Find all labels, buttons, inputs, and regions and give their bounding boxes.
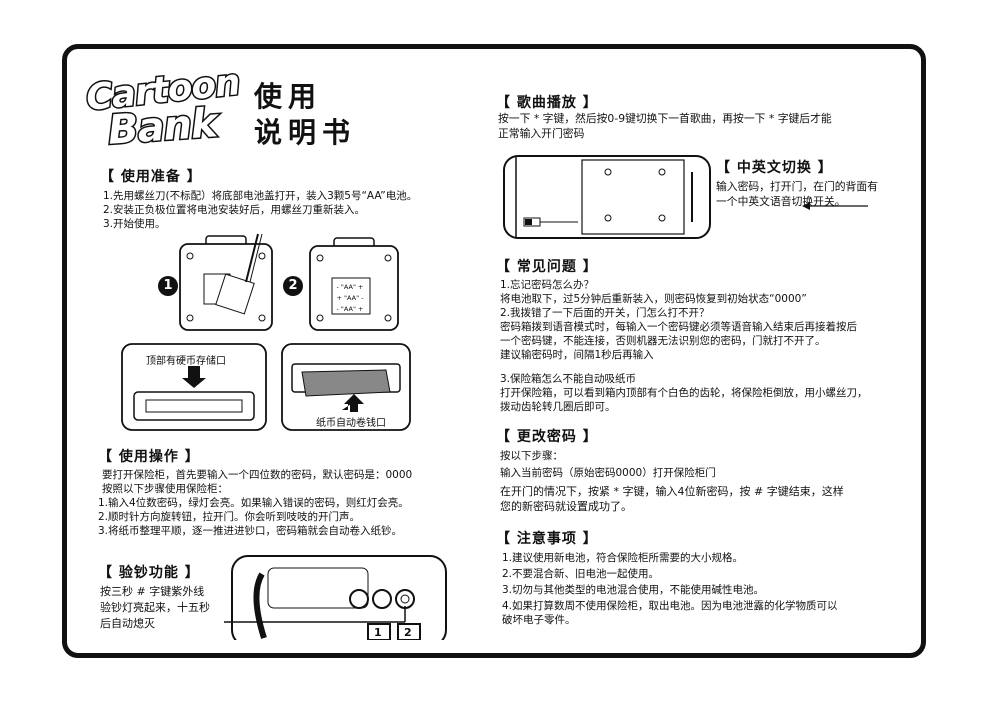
battery-compartment-illustration bbox=[309, 237, 399, 331]
bill-slot-label: 纸币自动卷钱口 bbox=[316, 414, 386, 429]
lang-heading: 【 中英文切换 】 bbox=[716, 160, 833, 176]
notes-line: 3.切勿与其他类型的电池混合使用，不能使用碱性电池。 bbox=[502, 584, 765, 596]
battery-cover-open-illustration bbox=[179, 233, 273, 331]
logo-line2: Bank bbox=[105, 99, 220, 155]
faq-line: 1.忘记密码怎么办？ bbox=[500, 279, 595, 291]
coin-slot-illustration bbox=[121, 343, 267, 431]
prep-heading: 【 使用准备 】 bbox=[100, 169, 202, 185]
key-2: 2 bbox=[404, 626, 412, 639]
prep-line: 2.安装正负极位置将电池安装好后，用螺丝刀重新装入。 bbox=[103, 204, 366, 216]
faq-line: 密码箱拨到语音模式时，每输入一个密码键必须等语音输入结束后再接着按后 bbox=[500, 321, 857, 333]
faq-line: 一个密码键，不能连接，否则机器无法识别您的密码，门就打不开了。 bbox=[500, 335, 826, 347]
lang-line: 一个中英文语音切换开关。 bbox=[716, 195, 846, 208]
faq-line: 2.我拨错了一下后面的开关，门怎么打不开？ bbox=[500, 307, 710, 319]
notes-line: 1.建议使用新电池，符合保险柜所需要的大小规格。 bbox=[502, 552, 744, 564]
operation-heading: 【 使用操作 】 bbox=[98, 449, 200, 465]
change-line: 您的新密码就设置成功了。 bbox=[500, 500, 632, 513]
coin-slot-label: 顶部有硬币存储口 bbox=[146, 356, 226, 367]
change-line: 输入当前密码（原始密码0000）打开保险柜门 bbox=[500, 467, 716, 479]
step-1-badge: 1 bbox=[158, 276, 178, 296]
title-line1: 使用 bbox=[254, 80, 323, 113]
verify-line: 后自动熄灭 bbox=[100, 617, 155, 630]
battery-label: - "AA" + bbox=[336, 283, 364, 291]
step-2-badge: 2 bbox=[283, 276, 303, 296]
faq-line: 将电池取下，过5分钟后重新装入，则密码恢复到初始状态“0000” bbox=[500, 293, 807, 305]
notes-line: 2.不要混合新、旧电池一起使用。 bbox=[502, 568, 660, 580]
operation-line: 3.将纸币整理平顺，逐一推进进钞口，密码箱就会自动卷入纸钞。 bbox=[98, 525, 403, 537]
door-back-illustration bbox=[503, 155, 711, 239]
change-line: 按以下步骤： bbox=[500, 450, 563, 462]
page-border bbox=[62, 44, 926, 658]
faq-line: 拨动齿轮转几圈后即可。 bbox=[500, 401, 616, 413]
music-line: 按一下 * 字键，然后按0-9键切换下一首歌曲，再按一下 * 字键后才能 bbox=[498, 112, 832, 125]
change-heading: 【 更改密码 】 bbox=[496, 429, 598, 445]
bill-slot-illustration bbox=[281, 343, 411, 431]
notes-line: 4.如果打算数周不使用保险柜，取出电池。因为电池泄露的化学物质可以 bbox=[502, 600, 838, 612]
faq-line: 建议输密码时，间隔1秒后再输入 bbox=[500, 349, 654, 361]
music-line: 正常输入开门密码 bbox=[498, 127, 585, 140]
faq-heading: 【 常见问题 】 bbox=[496, 259, 598, 275]
verify-heading: 【 验钞功能 】 bbox=[98, 565, 200, 581]
notes-line: 破坏电子零件。 bbox=[502, 614, 576, 626]
faq-line: 打开保险箱，可以看到箱内顶部有个白色的齿轮，将保险柜倒放，用小螺丝刀， bbox=[500, 387, 868, 399]
faq-line: 3.保险箱怎么不能自动吸纸币 bbox=[500, 373, 637, 385]
operation-line: 要打开保险柜，首先要输入一个四位数的密码，默认密码是：0000 bbox=[102, 469, 413, 481]
battery-label: - "AA" + bbox=[336, 305, 364, 313]
battery-label: + "AA" - bbox=[336, 294, 364, 302]
prep-line: 3.开始使用。 bbox=[103, 218, 166, 230]
key-1: 1 bbox=[374, 626, 382, 639]
operation-line: 2.顺时针方向旋转钮，拉开门。你会听到吱吱的开门声。 bbox=[98, 511, 361, 523]
operation-line: 1.输入4位数密码，绿灯会亮。如果输入错误的密码，则红灯会亮。 bbox=[98, 497, 409, 509]
prep-line: 1.先用螺丝刀(不标配）将底部电池盖打开，装入3颗5号“AA”电池。 bbox=[103, 190, 418, 202]
battery-labels: - "AA" + + "AA" - - "AA" + bbox=[334, 282, 366, 315]
notes-heading: 【 注意事项 】 bbox=[496, 531, 598, 547]
verify-line: 验钞灯亮起来，十五秒 bbox=[100, 601, 210, 614]
change-line: 在开门的情况下，按紧 * 字键，输入4位新密码，按 # 字键结束，这样 bbox=[500, 485, 844, 498]
operation-line: 按照以下步骤使用保险柜： bbox=[102, 483, 228, 495]
music-heading: 【 歌曲播放 】 bbox=[496, 95, 598, 111]
verify-line: 按三秒 # 字键紫外线 bbox=[100, 585, 205, 598]
keypad-illustration bbox=[224, 555, 447, 640]
title-line2: 说明书 bbox=[254, 116, 357, 149]
lang-line: 输入密码，打开门，在门的背面有 bbox=[716, 180, 878, 193]
lang-arrow bbox=[802, 202, 868, 210]
